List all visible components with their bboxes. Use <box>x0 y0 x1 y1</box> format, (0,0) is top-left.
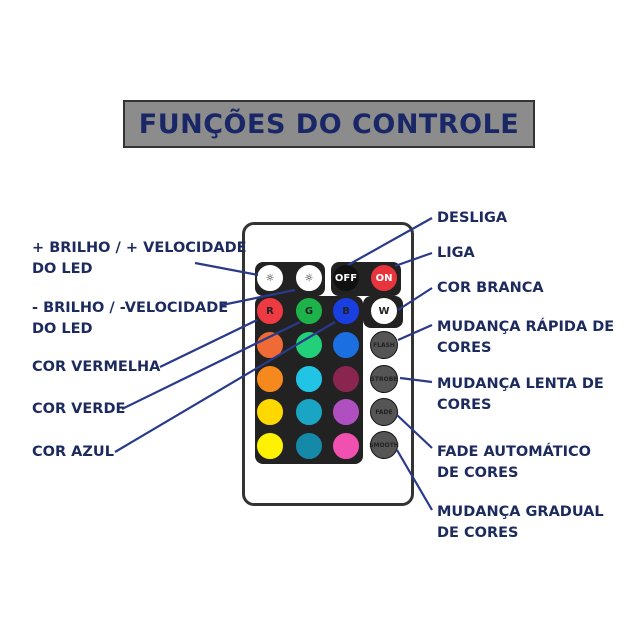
strobe-button[interactable]: STROBE <box>370 365 398 393</box>
color-button[interactable] <box>332 398 360 426</box>
label-on: LIGA <box>437 245 475 261</box>
flash-button[interactable]: FLASH <box>370 331 398 359</box>
label-off: DESLIGA <box>437 210 508 226</box>
label-green: COR VERDE <box>32 401 126 417</box>
smooth-button[interactable]: SMOOTH <box>369 431 399 459</box>
label-red: COR VERMELHA <box>32 359 161 375</box>
color-button[interactable] <box>295 398 323 426</box>
connector-line <box>397 323 433 342</box>
connector-line <box>121 321 301 410</box>
connector-line <box>194 261 259 277</box>
red-button[interactable]: R <box>256 297 284 325</box>
connector-line <box>399 376 433 384</box>
connector-line <box>396 449 433 511</box>
connector-line <box>114 321 336 453</box>
color-button[interactable] <box>332 431 360 460</box>
color-button[interactable] <box>256 398 284 426</box>
connector-line <box>396 414 433 449</box>
white-button[interactable]: W <box>370 297 398 325</box>
green-button[interactable]: G <box>295 297 323 325</box>
brightness-down-button[interactable]: ☼ <box>295 264 323 292</box>
blue-button[interactable]: B <box>332 297 360 325</box>
color-button[interactable] <box>256 364 284 393</box>
color-button[interactable] <box>332 364 360 393</box>
label-blue: COR AZUL <box>32 444 114 460</box>
title-banner: FUNÇÕES DO CONTROLE <box>123 100 535 148</box>
connector-line <box>221 288 296 307</box>
fade-button[interactable]: FADE <box>370 398 398 426</box>
label-white: COR BRANCA <box>437 280 544 296</box>
color-button[interactable] <box>256 431 284 460</box>
off-button[interactable]: OFF <box>332 264 360 292</box>
title: FUNÇÕES DO CONTROLE <box>138 108 520 140</box>
connector-line <box>397 287 433 311</box>
connector-line <box>394 251 433 268</box>
color-button[interactable] <box>332 331 360 359</box>
connector-line <box>159 319 258 368</box>
on-button[interactable]: ON <box>370 264 398 292</box>
color-button[interactable] <box>295 431 323 460</box>
color-button[interactable] <box>295 364 323 393</box>
connector-line <box>347 217 433 266</box>
brightness-up-button[interactable]: ☼ <box>256 264 284 292</box>
